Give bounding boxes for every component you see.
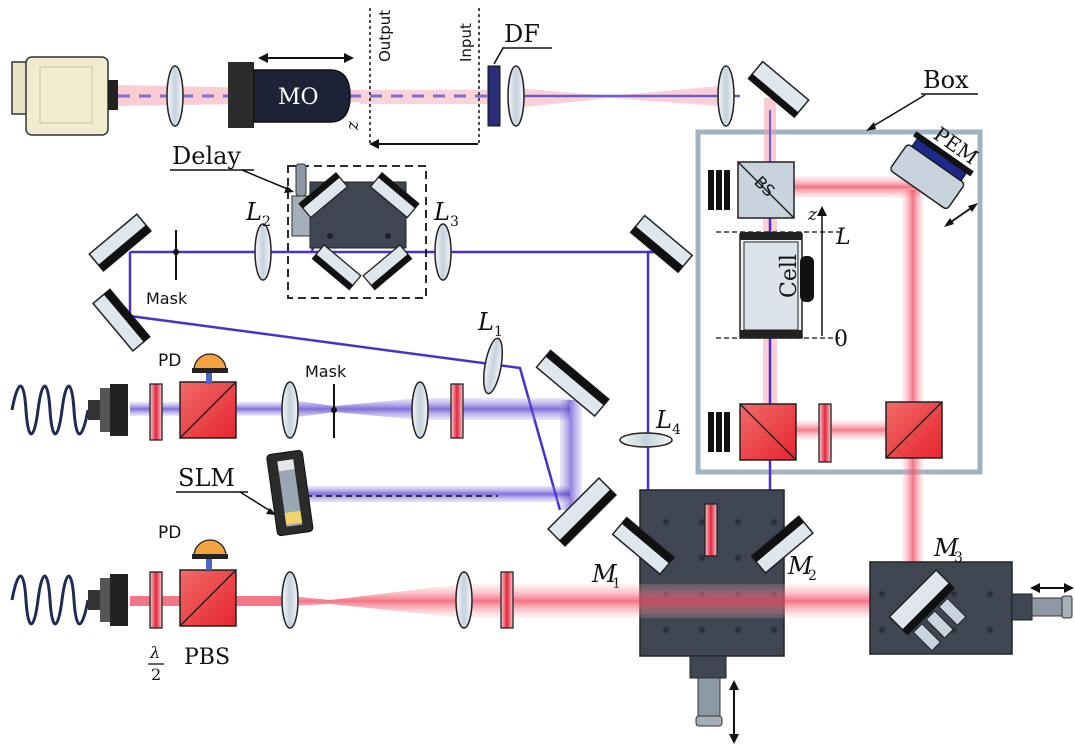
mirror-M2-sub: 2	[808, 568, 817, 584]
mo-translation-arrow	[258, 53, 354, 63]
camera-icon	[12, 57, 118, 135]
waveplate-top	[150, 384, 162, 440]
mask-mid-aperture	[331, 384, 337, 438]
lens-L3-sub: 3	[450, 214, 459, 230]
photodiode-bottom	[192, 540, 228, 570]
lens-L2-label: L	[245, 198, 262, 226]
bottom-waveplate	[501, 572, 513, 628]
lens-L2	[255, 224, 271, 280]
slm-label: SLM	[178, 464, 235, 492]
beam-dump-top	[708, 170, 730, 210]
z-axis-arrow	[369, 139, 478, 149]
fiber-coil-bottom	[12, 576, 88, 624]
mirror-right-blue	[631, 216, 693, 273]
pbs-bottom	[180, 570, 236, 626]
box-label: Box	[923, 66, 969, 94]
fiber-collimator-bottom	[88, 574, 128, 626]
top-right-mirror	[748, 62, 809, 118]
mask-top-label: Mask	[146, 289, 188, 308]
pd-bottom-label: PD	[158, 523, 181, 543]
bottom-lens-1	[282, 572, 298, 628]
lens-L3	[435, 224, 451, 280]
lens-L1-label: L	[477, 308, 494, 336]
df-pointer-line	[494, 48, 503, 64]
cell-label: Cell	[777, 254, 802, 298]
lens-L4-label: L	[655, 406, 672, 434]
delay-pointer-line	[242, 170, 290, 190]
mid-blue-beam-taper	[290, 398, 420, 420]
bottom-lens-2	[456, 572, 472, 628]
fiber-collimator-top	[88, 384, 128, 436]
cell-z-arrow	[817, 206, 827, 336]
waveplate-bottom	[150, 572, 162, 628]
table-vertical-arrow	[729, 680, 739, 744]
dichroic-filter	[488, 66, 500, 126]
fiber-coil-top	[12, 386, 88, 434]
delay-label: Delay	[172, 142, 241, 170]
lambda-numerator: λ	[149, 643, 160, 662]
slm-pointer-line	[240, 492, 272, 512]
df-label: DF	[504, 20, 540, 48]
mirror-M3-sub: 3	[954, 550, 963, 566]
box-pbs-left	[740, 404, 796, 460]
lens-L1-sub: 1	[494, 324, 503, 340]
lens-L4-sub: 4	[672, 422, 681, 438]
mid-lens-1	[282, 382, 298, 438]
slm-device	[266, 450, 313, 536]
z-axis-label: z	[343, 120, 363, 131]
pd-top-label: PD	[158, 351, 181, 371]
mo-label: MO	[278, 85, 319, 110]
cell-L-label: L	[835, 225, 851, 250]
m3-horizontal-arrow	[1030, 583, 1074, 593]
bottom-red-beam-taper	[290, 584, 462, 618]
mask-mid-label: Mask	[305, 362, 347, 381]
box-red-beam-right	[902, 190, 924, 610]
lens-L4	[620, 433, 672, 447]
mirror-mid-left	[93, 289, 150, 351]
cell-zero-label: 0	[834, 327, 848, 352]
lens-L3-label: L	[433, 198, 450, 226]
beam-dump-bottom	[708, 412, 730, 452]
pbs-top	[180, 382, 236, 438]
box-pbs-right	[886, 402, 942, 458]
lambda-denominator: 2	[151, 665, 161, 684]
mid-waveplate	[451, 384, 463, 438]
slm-blue-beam	[300, 486, 570, 502]
box-pointer-line	[870, 95, 925, 128]
mid-lens-2	[412, 382, 428, 438]
photodiode-top	[192, 354, 228, 384]
delay-pointer-arrowhead	[284, 186, 294, 193]
lens-L2-sub: 2	[262, 214, 271, 230]
top-right-lens	[718, 66, 734, 126]
df-lens	[508, 66, 524, 126]
output-label: Output	[376, 10, 394, 62]
mid-blue-beam-right	[420, 398, 570, 420]
cell-z-label: z	[807, 205, 818, 225]
mirror-top-left	[89, 214, 151, 271]
table-waveplate	[705, 504, 717, 556]
bottom-red-beam-right	[462, 584, 922, 618]
box-waveplate	[819, 404, 831, 462]
mask-top-aperture	[173, 230, 179, 280]
pbs-label: PBS	[184, 645, 230, 670]
camera-lens	[167, 66, 183, 126]
input-label: Input	[457, 23, 475, 62]
